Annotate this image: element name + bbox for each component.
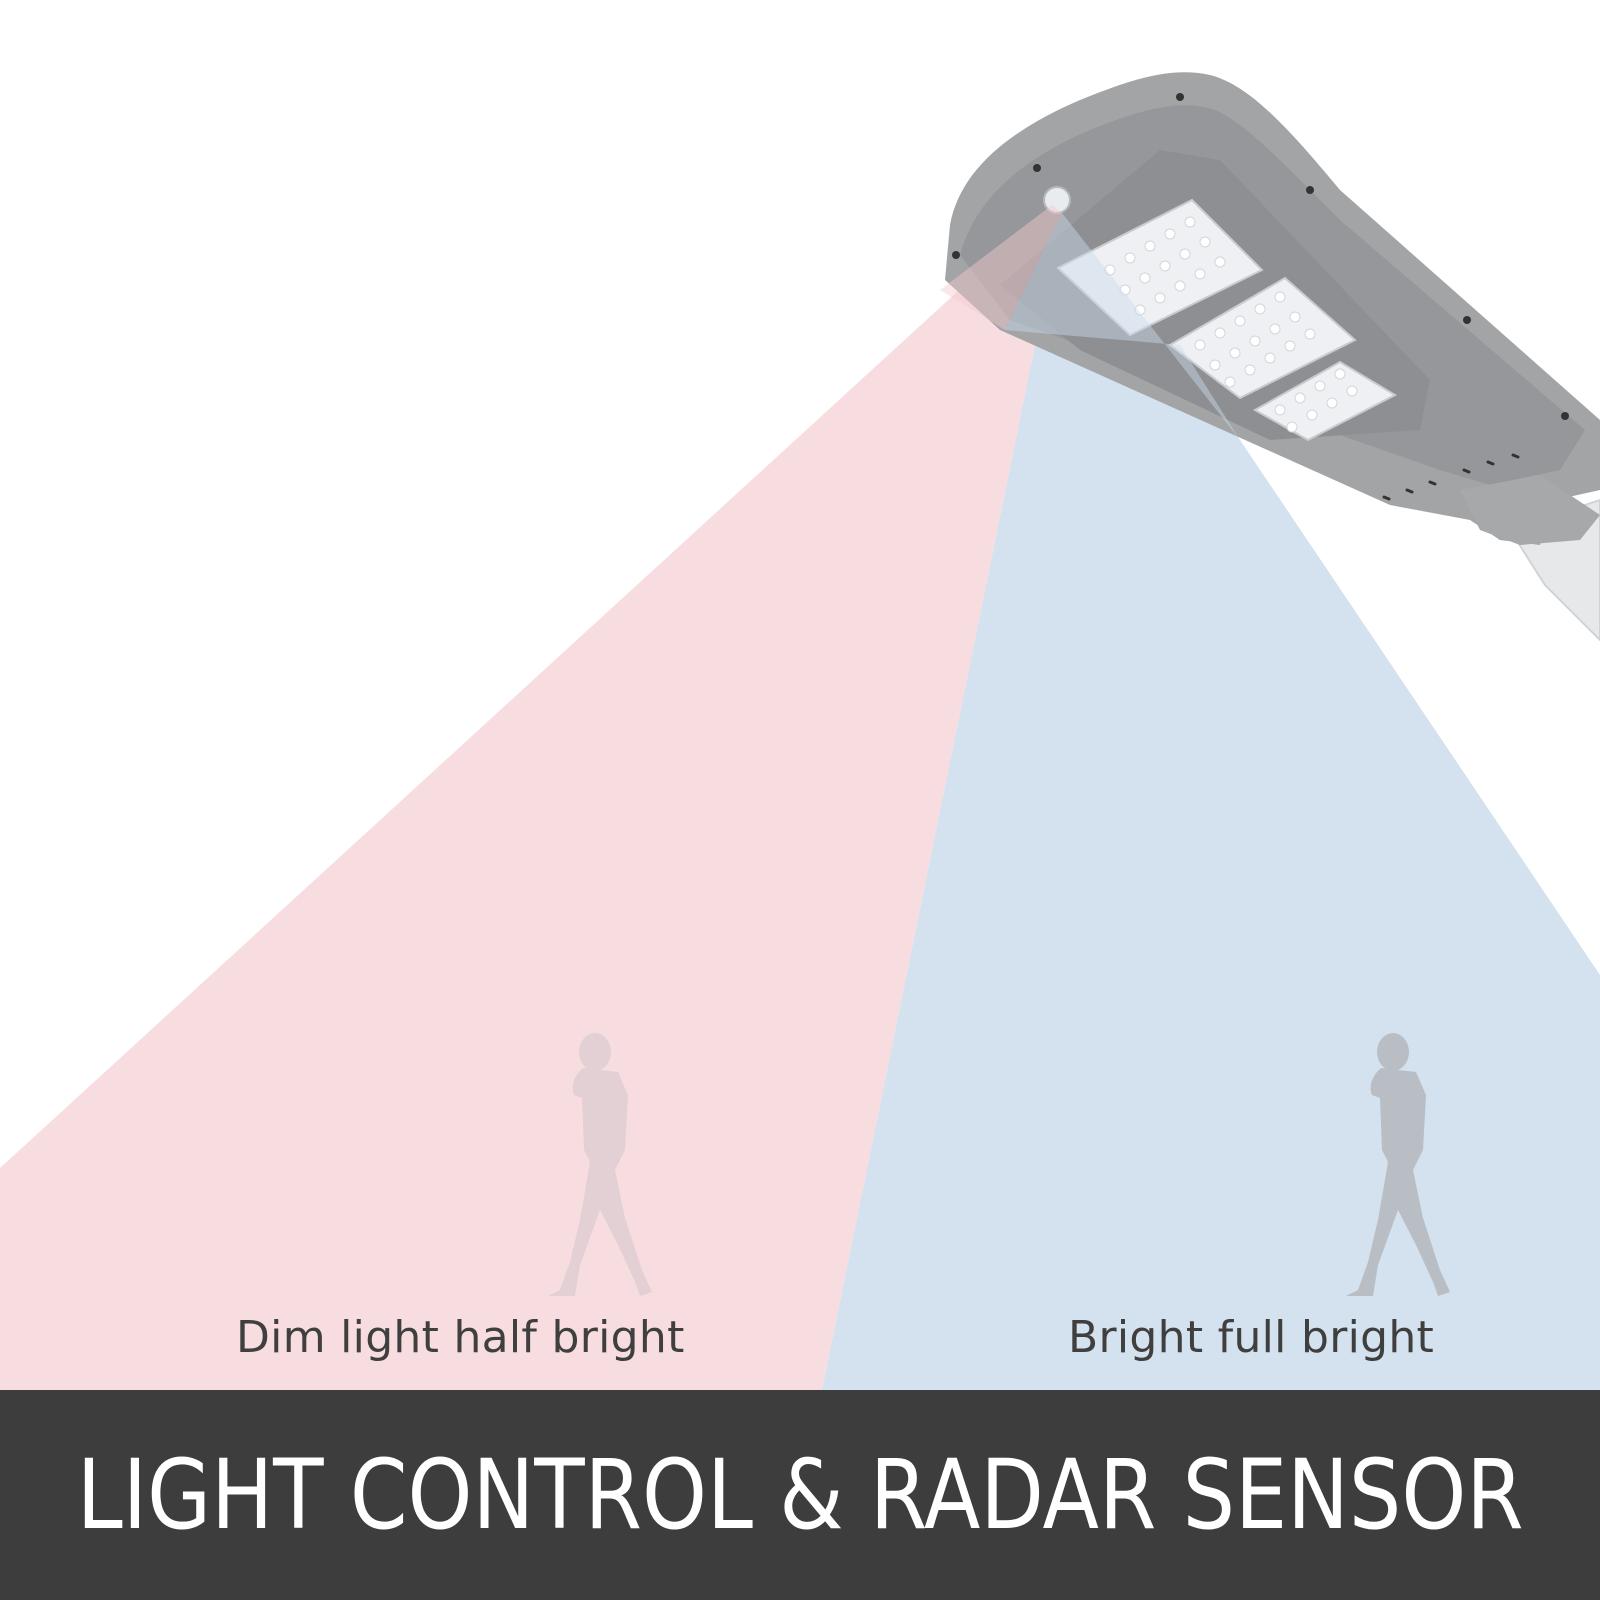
banner-title: LIGHT CONTROL & RADAR SENSOR [76,1439,1524,1551]
street-light-illustration [0,72,1600,1390]
dim-zone-caption: Dim light half bright [236,1312,685,1363]
pedestrian-dim-icon [548,1033,652,1296]
illustration-scene [0,72,1600,1390]
radar-sensor-icon [1043,186,1071,214]
dim-zone-beam [0,205,1062,1390]
title-banner: LIGHT CONTROL & RADAR SENSOR [0,1390,1600,1600]
bright-zone-caption: Bright full bright [1068,1312,1435,1363]
pedestrian-bright-icon [1346,1033,1450,1296]
